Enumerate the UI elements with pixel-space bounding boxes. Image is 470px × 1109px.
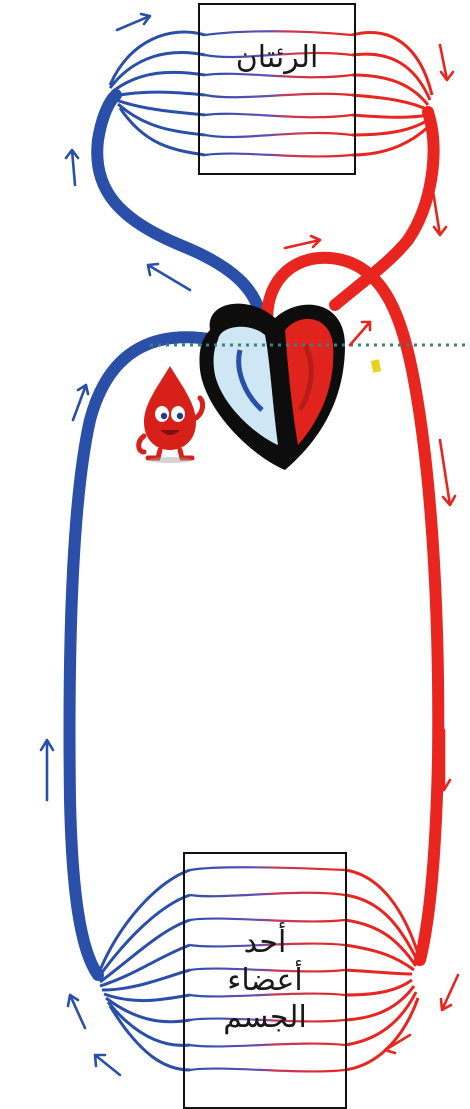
systemic-blue-vessels [98, 870, 190, 1070]
pulmonary-blue-vessels [110, 32, 205, 155]
body-organ-box: أحد أعضاء الجسم [183, 852, 347, 1109]
body-organ-label-line-1: أحد [223, 924, 307, 962]
pulmonary-red-vessels [352, 33, 432, 156]
heart-icon [199, 304, 345, 470]
lungs-box: الرئتان [198, 3, 356, 175]
systemic-red-vessels [345, 870, 420, 1070]
yellow-marker [371, 359, 381, 372]
body-organ-label-line-2: أعضاء [223, 962, 307, 1000]
lungs-label: الرئتان [236, 39, 319, 77]
blood-drop-mascot-icon [139, 366, 203, 463]
body-organ-label: أحد أعضاء الجسم [223, 924, 307, 1037]
body-organ-label-line-3: الجسم [223, 999, 307, 1037]
